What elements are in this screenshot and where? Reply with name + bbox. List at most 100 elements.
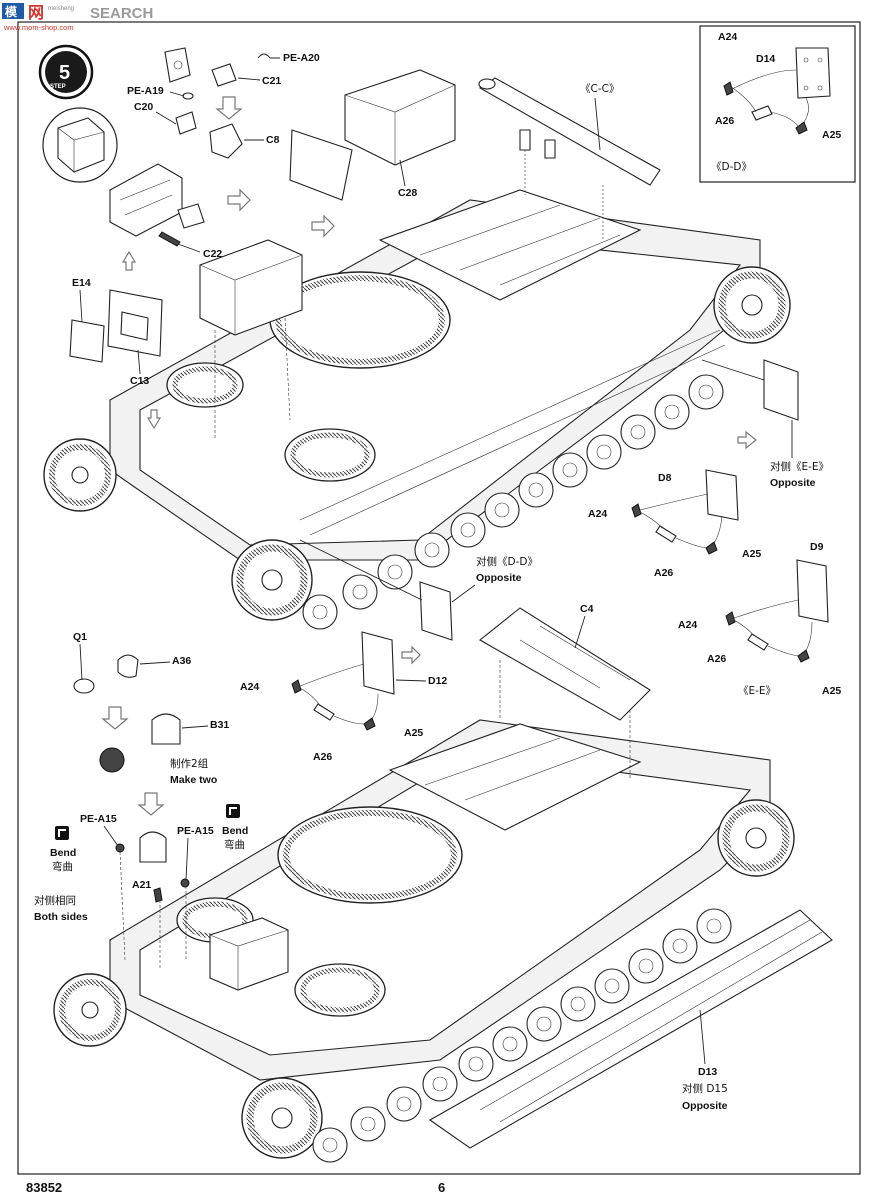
ee-section-label: 《E-E》 bbox=[738, 685, 776, 697]
d8-label: D8 bbox=[658, 472, 672, 484]
pe-a20-label: PE-A20 bbox=[283, 52, 320, 64]
step-badge: 5 STEP bbox=[38, 44, 94, 100]
bend-right-cn: 弯曲 bbox=[224, 838, 245, 851]
page-frame bbox=[17, 21, 861, 1175]
part-c20 bbox=[175, 111, 197, 135]
lower-road-wheels bbox=[312, 908, 732, 1163]
l-a26-label: A26 bbox=[313, 751, 332, 763]
q1-label: Q1 bbox=[73, 631, 87, 643]
opposite-ee-en: Opposite bbox=[770, 477, 816, 489]
detail-bubble bbox=[42, 107, 118, 183]
pe-a15-left-label: PE-A15 bbox=[80, 813, 117, 825]
svg-text:模: 模 bbox=[5, 4, 18, 19]
pe-a15-right-label: PE-A15 bbox=[177, 825, 214, 837]
svg-text:网: 网 bbox=[28, 3, 44, 22]
arrow-up-1 bbox=[121, 250, 137, 271]
watermark-logo-text: meisheng bbox=[48, 6, 74, 12]
arrow-down-2 bbox=[146, 409, 162, 430]
part-d13-fender: D13 对侧 D15 Opposite bbox=[428, 909, 833, 1149]
part-d12-group: D12 A24 A25 A26 bbox=[240, 631, 447, 763]
c28-label: C28 bbox=[398, 187, 417, 199]
arrow-down-q1 bbox=[101, 706, 129, 730]
part-a21 bbox=[153, 887, 163, 903]
mid-a24-label: A24 bbox=[588, 508, 607, 520]
r-a25-label: A25 bbox=[822, 685, 841, 697]
inset-d14-label: D14 bbox=[756, 53, 775, 65]
inset-a26-label: A26 bbox=[715, 115, 734, 127]
make-two-en: Make two bbox=[170, 774, 217, 786]
inset-a24-label: A24 bbox=[718, 31, 737, 43]
c22-label: C22 bbox=[203, 248, 222, 260]
part-pe-a15-left bbox=[115, 843, 125, 853]
part-b31-mounted bbox=[139, 831, 167, 863]
a36-label: A36 bbox=[172, 655, 191, 667]
part-e14-c13: E14 C13 bbox=[69, 277, 163, 387]
part-c28: C28 bbox=[289, 69, 456, 201]
part-dd-plate-opposite: 对侧《D-D》 Opposite bbox=[299, 539, 538, 641]
lower-hull-assembly bbox=[53, 719, 795, 1163]
lower-sprocket-rear bbox=[717, 799, 795, 877]
upper-hull-assembly bbox=[43, 189, 791, 630]
step-number: 5 bbox=[59, 62, 70, 84]
c8-label: C8 bbox=[266, 134, 280, 146]
c4-label: C4 bbox=[580, 603, 594, 615]
c13-label: C13 bbox=[130, 375, 149, 387]
part-ee-plate: 对侧《E-E》 Opposite bbox=[701, 359, 829, 489]
inset-a26-cylinder bbox=[751, 105, 773, 121]
mid-a25-label: A25 bbox=[742, 548, 761, 560]
upper-drive-wheel-side bbox=[231, 539, 313, 621]
inset-a25-label: A25 bbox=[822, 129, 841, 141]
watermark-site: SEARCH bbox=[90, 5, 153, 22]
c21-label: C21 bbox=[262, 75, 281, 87]
upper-drive-wheel-front bbox=[43, 438, 117, 512]
opposite-dd-en: Opposite bbox=[476, 572, 522, 584]
a21-label: A21 bbox=[132, 879, 151, 891]
d12-label: D12 bbox=[428, 675, 447, 687]
part-c22-assembly: C22 bbox=[109, 163, 222, 260]
opposite-d15-en: Opposite bbox=[682, 1100, 728, 1112]
opposite-dd-cn: 对侧《D-D》 bbox=[476, 555, 538, 568]
b31-label: B31 bbox=[210, 719, 229, 731]
part-q1-a36-b31: Q1 A36 B31 制作2组 Make two bbox=[73, 631, 229, 816]
inset-a25-bracket bbox=[795, 121, 808, 135]
bend-right-en: Bend bbox=[222, 825, 248, 837]
watermark-logo: 模 网 meisheng SEARCH www.mom-shop.com bbox=[2, 3, 153, 32]
page-code: 83852 bbox=[26, 1180, 62, 1195]
opposite-ee-cn: 对侧《E-E》 bbox=[770, 460, 829, 473]
upper-sprocket-rear bbox=[713, 266, 791, 344]
part-d8-group: D8 A24 A25 A26 bbox=[588, 469, 761, 579]
part-c4-cover: C4 bbox=[479, 603, 651, 780]
arrow-left-ee bbox=[737, 430, 757, 450]
l-a25-label: A25 bbox=[404, 727, 423, 739]
part-pe-a15-right bbox=[180, 878, 190, 888]
bend-left-cn: 弯曲 bbox=[52, 860, 73, 873]
part-pe-a19-plate bbox=[164, 47, 194, 100]
bend-icon-right: Bend 弯曲 bbox=[222, 804, 248, 851]
both-sides-en: Both sides bbox=[34, 911, 88, 923]
part-d9-group: D9 A24 A26 A25 《E-E》 bbox=[678, 541, 841, 697]
arrow-down-1 bbox=[215, 96, 243, 120]
arrow-down-b31 bbox=[137, 792, 165, 816]
d13-label: D13 bbox=[698, 1066, 717, 1078]
d15-label: 对侧 D15 bbox=[682, 1082, 728, 1095]
lower-drive-wheel-front bbox=[53, 973, 127, 1047]
r-a24-label: A24 bbox=[678, 619, 697, 631]
inset-dd-box: A24 D14 A26 A25 《D-D》 bbox=[699, 25, 856, 183]
inset-dd-section: 《D-D》 bbox=[711, 161, 752, 173]
part-c21 bbox=[211, 63, 237, 87]
cc-section-label: 《C-C》 bbox=[580, 83, 619, 95]
part-c8-box-large bbox=[199, 239, 303, 440]
part-c8 bbox=[209, 123, 243, 159]
l-a24-label: A24 bbox=[240, 681, 259, 693]
page-number: 6 bbox=[438, 1180, 445, 1195]
r-a26-label: A26 bbox=[707, 653, 726, 665]
d9-label: D9 bbox=[810, 541, 824, 553]
arrow-right-1 bbox=[227, 188, 251, 212]
make-two-cn: 制作2组 bbox=[170, 757, 209, 770]
arrow-right-d12 bbox=[401, 645, 421, 665]
step-label: STEP bbox=[50, 84, 66, 90]
watermark-url: www.mom-shop.com bbox=[3, 23, 74, 32]
pe-a19-label: PE-A19 bbox=[127, 85, 164, 97]
bend-left-en: Bend bbox=[50, 847, 76, 859]
